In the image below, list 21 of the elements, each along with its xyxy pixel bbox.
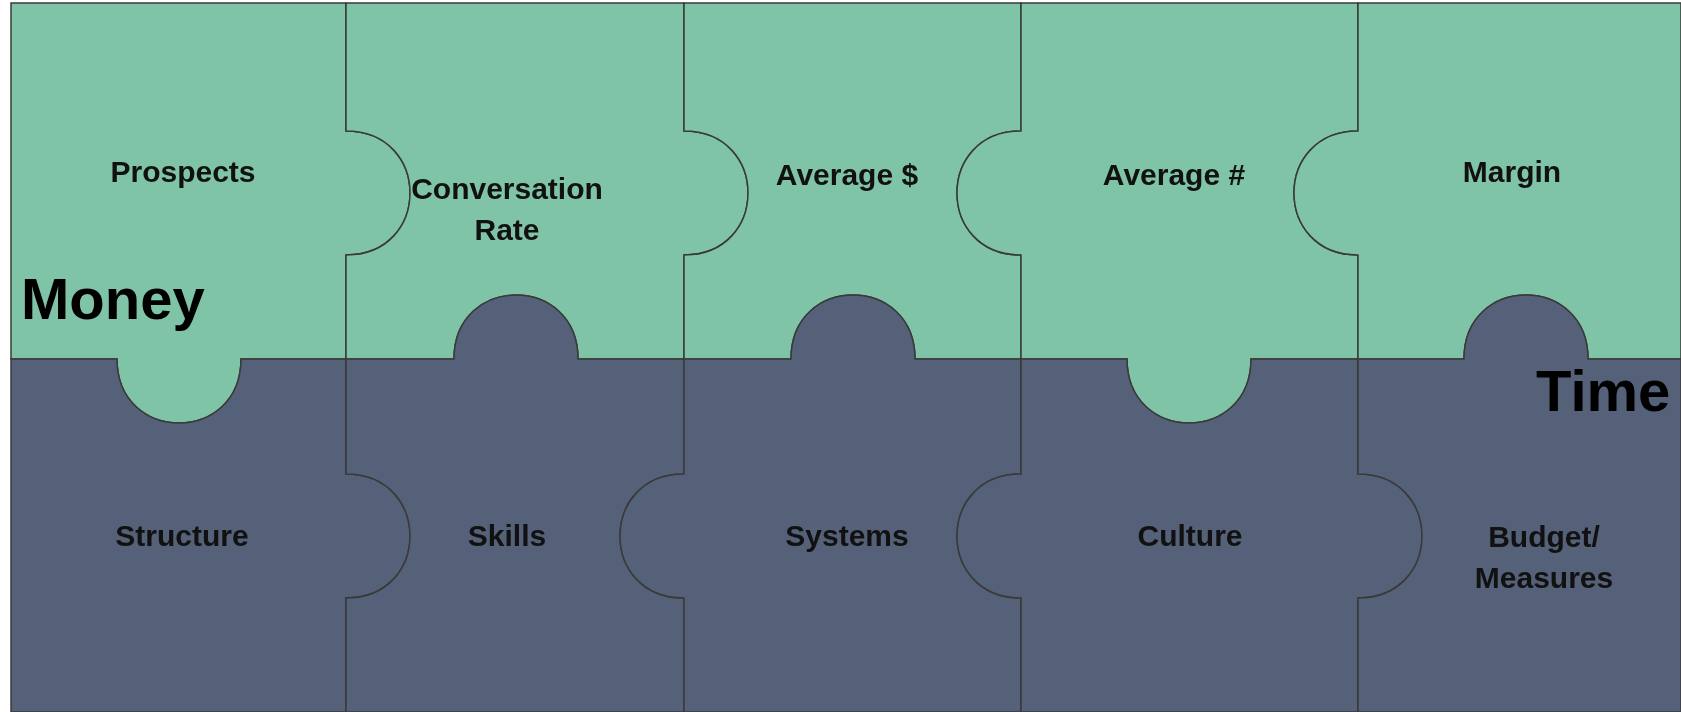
puzzle-piece — [11, 359, 410, 712]
piece-label: Prospects — [109, 153, 257, 190]
puzzle-piece — [1294, 3, 1681, 359]
piece-label: Structure — [114, 517, 250, 554]
puzzle-piece — [684, 3, 1021, 359]
piece-label: Average $ — [774, 156, 920, 193]
puzzle-piece — [346, 3, 748, 359]
puzzle-piece — [957, 3, 1358, 423]
axis-label: Time — [1536, 362, 1671, 420]
piece-label: Skills — [466, 517, 548, 554]
puzzle-piece — [346, 295, 684, 712]
piece-label: Average # — [1101, 156, 1247, 193]
puzzle-piece — [1358, 295, 1681, 712]
puzzle-piece — [620, 295, 1021, 712]
piece-label: Conversation Rate — [410, 170, 604, 247]
puzzle-piece — [11, 3, 410, 423]
puzzle-piece — [957, 359, 1422, 712]
piece-label: Culture — [1136, 517, 1244, 554]
piece-label: Margin — [1461, 153, 1563, 190]
piece-label: Budget/ Measures — [1473, 518, 1615, 595]
piece-label: Systems — [784, 517, 910, 554]
